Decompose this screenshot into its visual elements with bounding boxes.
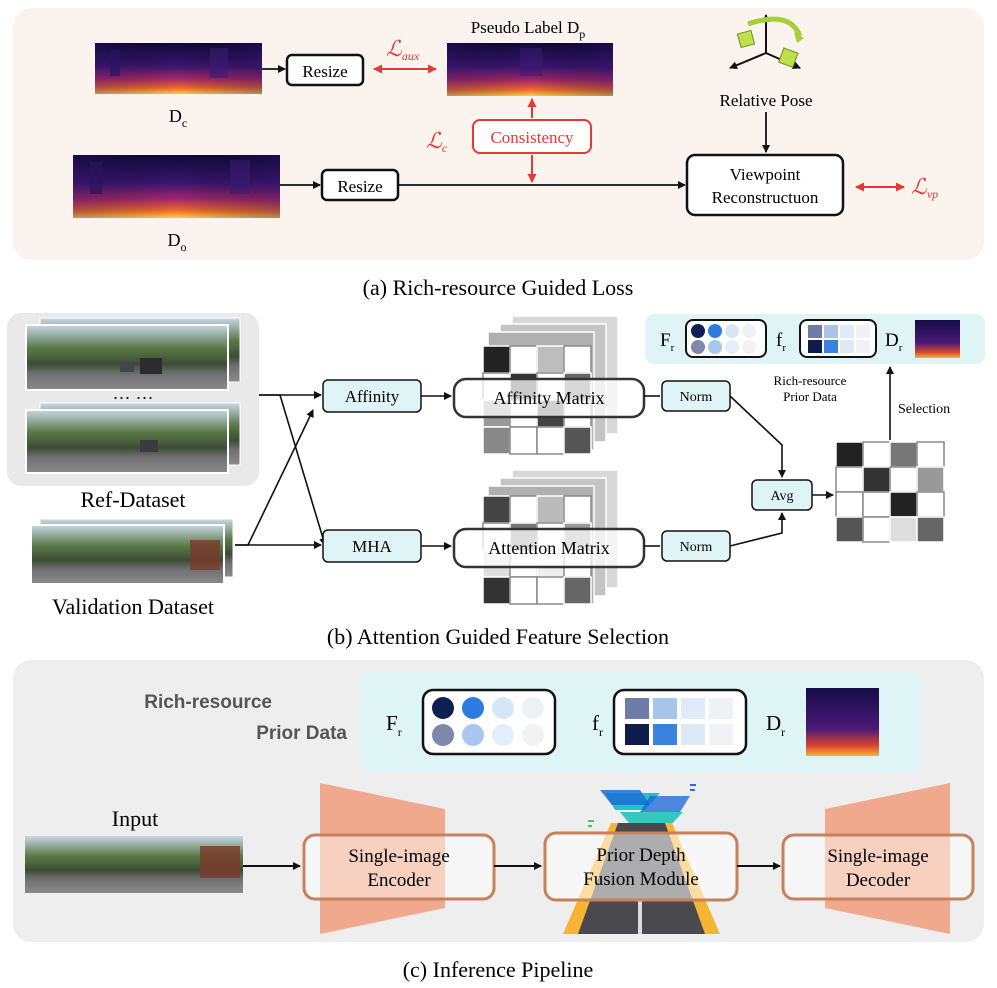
- prior-c-depth-thumbnail: [806, 688, 879, 756]
- ref-image-top: [25, 317, 241, 391]
- input-label: Input: [112, 806, 158, 831]
- prior-c-title-line2: Prior Data: [256, 723, 347, 744]
- encoder-trapezoid: [320, 783, 445, 934]
- prior-b-f-label: fr: [776, 330, 786, 354]
- attention-matrix-stack: [482, 469, 619, 605]
- loss-aux-label: ℒaux: [386, 36, 420, 63]
- arrow-norm-bottom-to-avg: [729, 512, 786, 547]
- selection-label: Selection: [898, 402, 950, 417]
- validation-dataset-label: Validation Dataset: [52, 594, 214, 619]
- affinity-matrix-label: Affinity Matrix: [493, 388, 604, 408]
- loss-c-label: ℒc: [426, 128, 448, 155]
- viewpoint-line1: Viewpoint: [730, 165, 801, 184]
- prior-b-feature-circles: [685, 319, 767, 358]
- prior-b-D-label: Dr: [885, 330, 903, 354]
- consistency-label: Consistency: [490, 128, 574, 147]
- prior-b-caption-line1: Rich-resource: [774, 373, 847, 388]
- caption-b: (b) Attention Guided Feature Selection: [327, 624, 669, 649]
- prior-c-D-label: Dr: [766, 711, 785, 739]
- prior-b-feature-squares: [799, 319, 877, 358]
- norm-bottom-label: Norm: [680, 540, 713, 555]
- depth-image-do: [73, 155, 280, 218]
- fusion-line2: Fusion Module: [583, 869, 699, 890]
- resize-bottom-label: Resize: [337, 177, 382, 196]
- consistency-box: [472, 119, 592, 154]
- relative-pose-icon: [729, 14, 804, 69]
- input-image: [25, 836, 243, 893]
- pseudo-label-title: Pseudo Label Dp: [471, 18, 586, 41]
- loss-vp-label: ℒvp: [911, 174, 938, 201]
- depth-image-dc: [95, 43, 262, 94]
- prior-c-feature-circles: [421, 688, 557, 756]
- fusion-layers-icon: [588, 784, 696, 828]
- arrow-norm-top-to-avg: [729, 395, 786, 478]
- caption-a: (a) Rich-resource Guided Loss: [363, 275, 634, 300]
- attention-matrix-box: [452, 527, 646, 569]
- arrow-ref-to-mha: [259, 394, 327, 546]
- resize-top-label: Resize: [302, 62, 347, 81]
- prior-b-F-label: Fr: [660, 330, 675, 354]
- prior-c-F-label: Fr: [386, 711, 402, 739]
- dc-label: Dc: [169, 106, 187, 130]
- prior-c-feature-squares: [612, 688, 748, 756]
- mha-label: MHA: [352, 537, 392, 556]
- ref-image-bottom: [25, 402, 241, 474]
- affinity-label: Affinity: [345, 387, 400, 406]
- viewpoint-reconstruction-box: [685, 153, 845, 217]
- ref-dataset-label: Ref-Dataset: [80, 487, 185, 512]
- depth-image-pseudo-label: [447, 43, 613, 96]
- fusion-road-line: [638, 900, 642, 934]
- prior-c-title-line1: Rich-resource: [144, 692, 272, 713]
- relative-pose-label: Relative Pose: [719, 91, 812, 110]
- viewpoint-line2: Reconstructuon: [712, 188, 819, 207]
- decoder-box: [781, 833, 975, 901]
- norm-top-label: Norm: [680, 390, 713, 405]
- resize-box-top: [285, 53, 365, 87]
- selection-result-matrix: [835, 441, 945, 543]
- attention-matrix-label: Attention Matrix: [488, 538, 609, 558]
- decoder-line1: Single-image: [827, 846, 928, 867]
- caption-c: (c) Inference Pipeline: [403, 957, 594, 982]
- encoder-line2: Encoder: [367, 870, 431, 891]
- affinity-matrix-box: [452, 377, 646, 419]
- ref-dataset-ellipsis: ··· ···: [113, 387, 154, 407]
- decoder-line2: Decoder: [846, 870, 911, 891]
- validation-image: [30, 518, 234, 585]
- do-label: Do: [168, 230, 187, 254]
- prior-b-caption-line2: Prior Data: [783, 389, 837, 404]
- avg-label: Avg: [770, 489, 793, 504]
- prior-b-depth-thumbnail: [915, 320, 960, 358]
- prior-c-f-label: fr: [592, 711, 603, 739]
- decoder-trapezoid: [825, 783, 950, 934]
- fusion-line1: Prior Depth: [596, 845, 686, 866]
- encoder-line1: Single-image: [348, 846, 449, 867]
